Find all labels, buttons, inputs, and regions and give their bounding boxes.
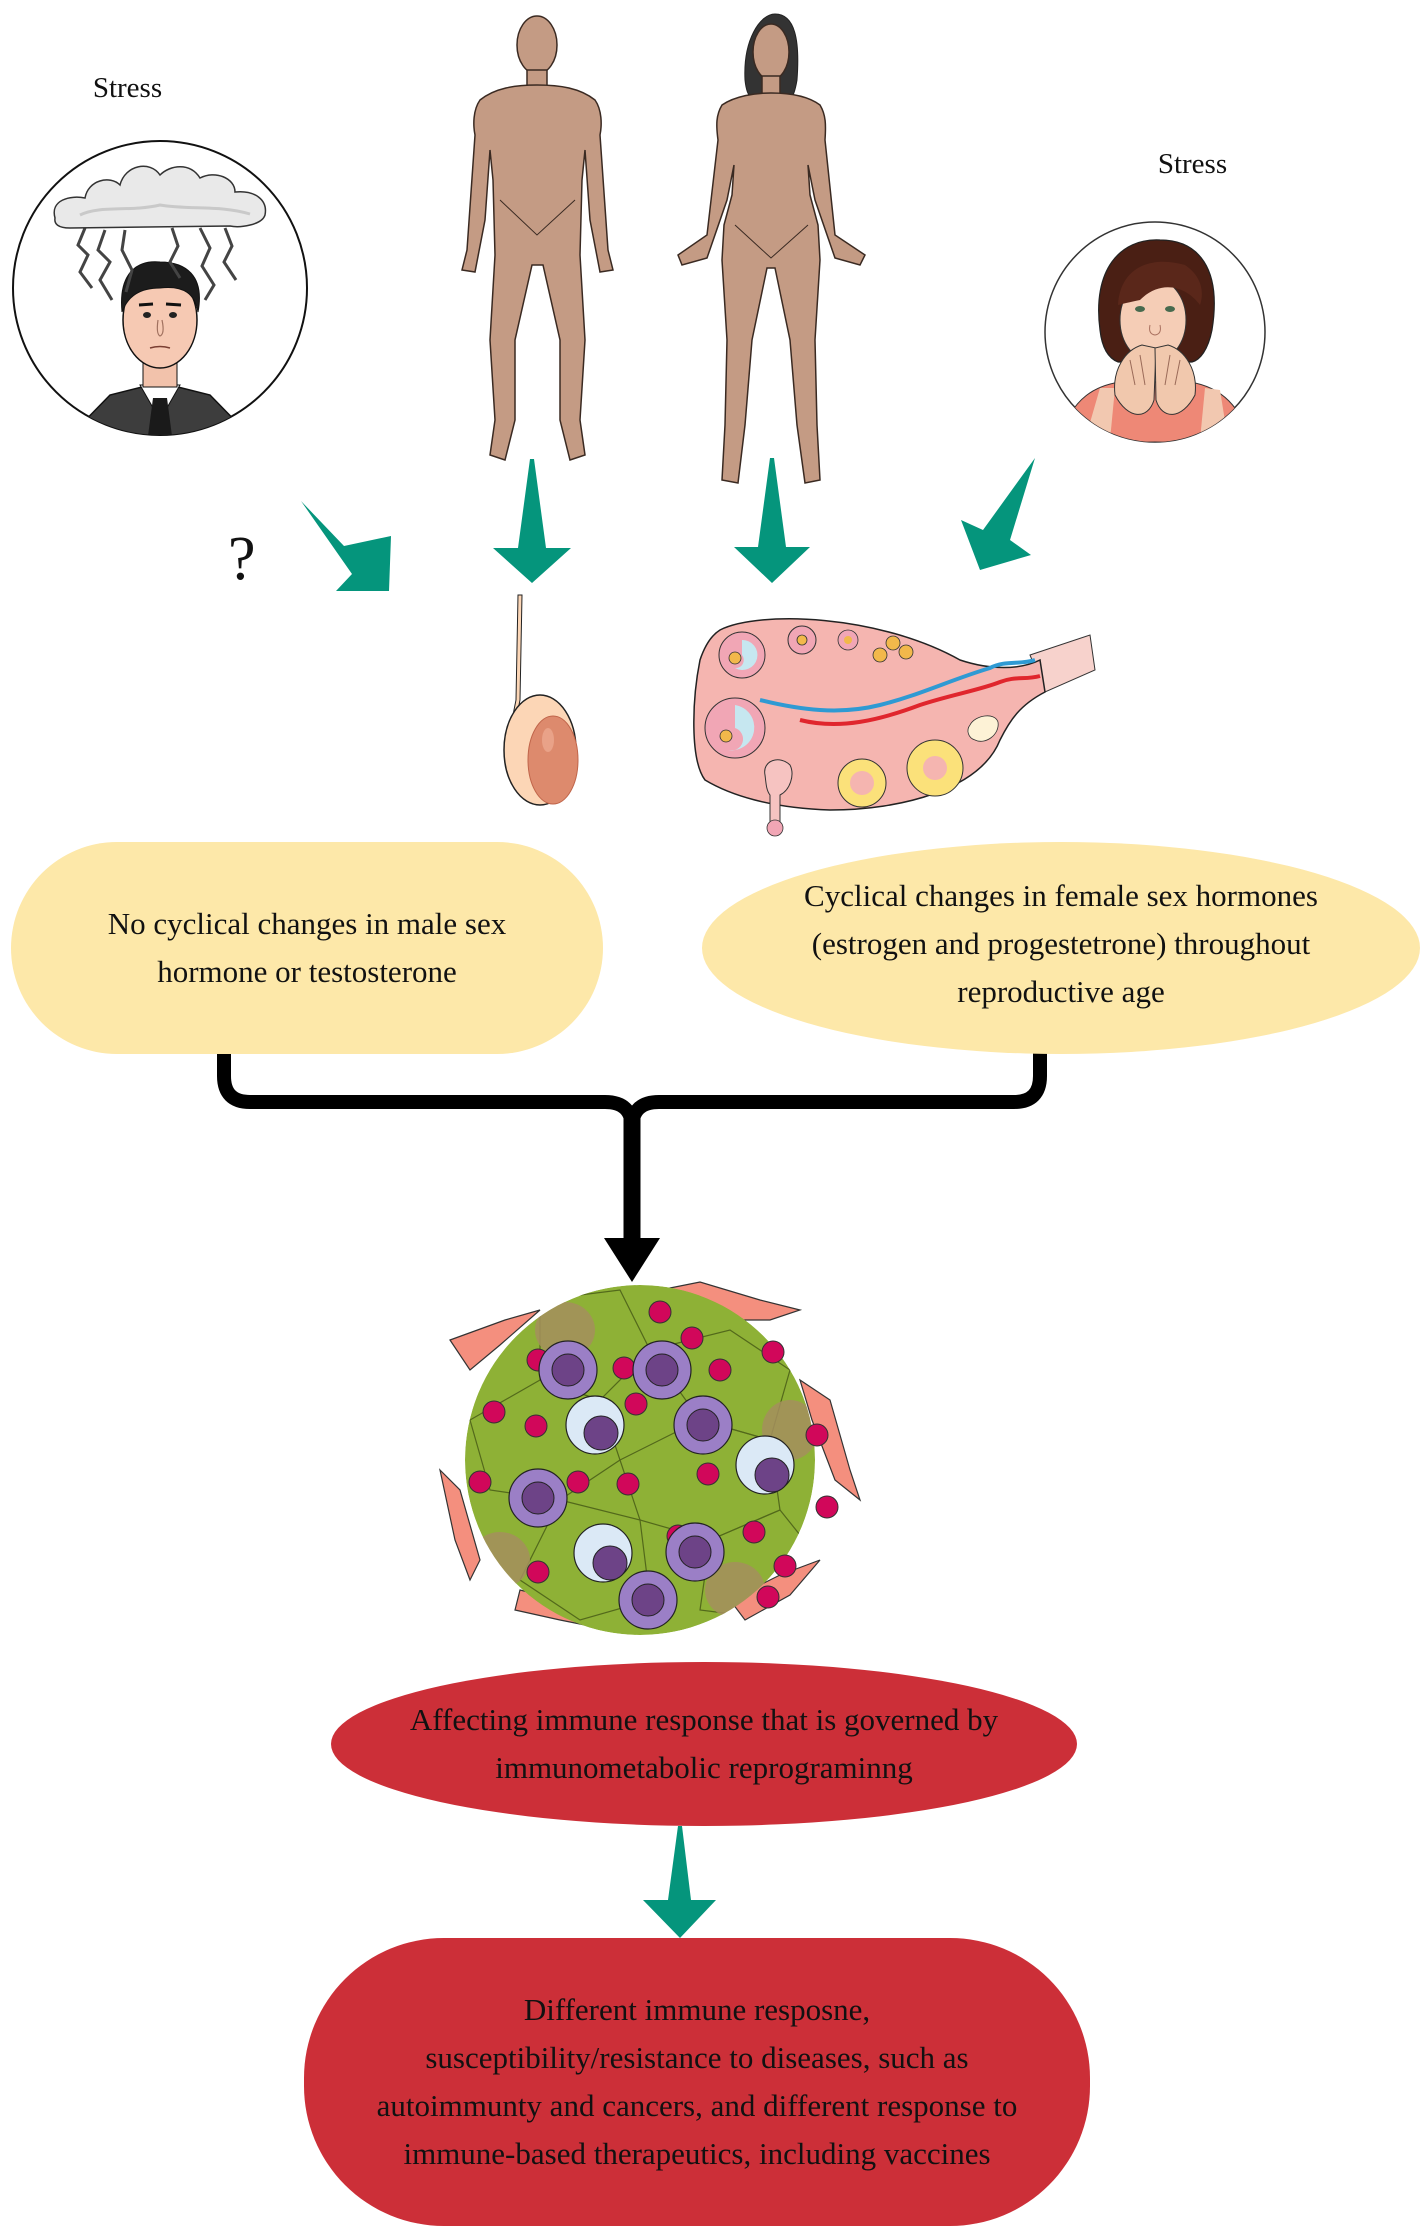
female-hormone-line-2: (estrogen and progestetrone) throughout: [811, 925, 1311, 961]
outcome-line-4: immune-based therapeutics, including vac…: [403, 2136, 991, 2172]
merge-arrowhead: [604, 1238, 660, 1282]
female-hormone-line-3: reproductive age: [957, 974, 1165, 1010]
female-hormone-line-1: Cyclical changes in female sex hormones: [804, 877, 1318, 913]
male-hormone-line-1: No cyclical changes in male sex: [107, 905, 507, 941]
male-body-figure-icon: [461, 15, 614, 461]
left-stress-label: Stress: [92, 72, 163, 104]
immune-response-line-2: immunometabolic reprograminng: [495, 1750, 913, 1785]
ovary-icon: [693, 618, 1096, 837]
outcome-line-1: Different immune resposne,: [523, 1991, 871, 2027]
stressed-man-with-storm-cloud-icon: [12, 140, 308, 436]
anxious-woman-biting-nails-icon: [1044, 221, 1266, 443]
green-arrow-male-body: [493, 459, 571, 583]
immune-cell-cluster-icon: [438, 1281, 862, 1635]
green-arrow-to-outcome: [643, 1826, 716, 1938]
female-hormone-box: Cyclical changes in female sex hormones …: [702, 842, 1420, 1054]
immune-response-box: Affecting immune response that is govern…: [331, 1662, 1077, 1826]
right-stress-label: Stress: [1157, 148, 1228, 180]
male-hormone-box: No cyclical changes in male sex hormone …: [11, 842, 603, 1054]
immune-response-line-1: Affecting immune response that is govern…: [409, 1701, 999, 1737]
merge-connector-arrow: [217, 1024, 1047, 1240]
outcome-line-2: susceptibility/resistance to diseases, s…: [425, 2039, 969, 2075]
green-arrow-female-body: [734, 458, 810, 583]
unknown-effect-marker: ?: [228, 525, 256, 593]
green-arrow-male-stress: [301, 501, 391, 591]
green-arrow-female-stress: [961, 458, 1035, 570]
outcome-box: Different immune resposne, susceptibilit…: [304, 1938, 1090, 2226]
female-body-figure-icon: [677, 13, 866, 484]
testis-icon: [503, 594, 579, 806]
male-hormone-line-2: hormone or testosterone: [157, 954, 457, 989]
outcome-line-3: autoimmunty and cancers, and different r…: [376, 2088, 1018, 2123]
